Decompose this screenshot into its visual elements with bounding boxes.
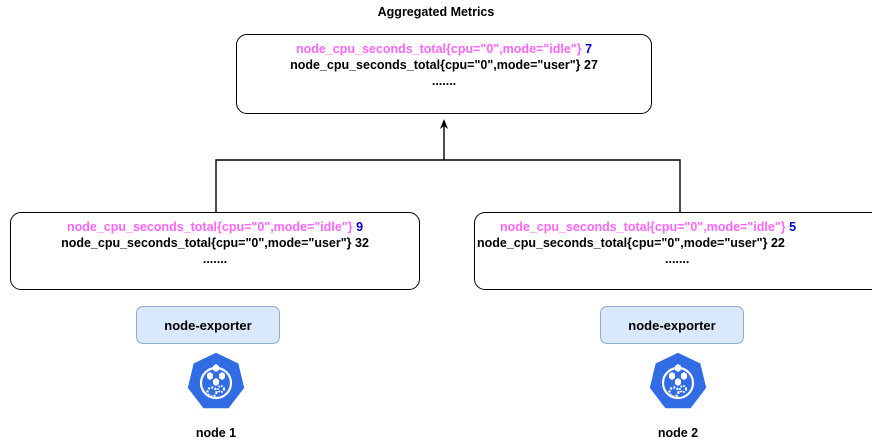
node-1-user-line: node_cpu_seconds_total{cpu="0",mode="use… — [11, 235, 419, 251]
node-1-idle-line: node_cpu_seconds_total{cpu="0",mode="idl… — [11, 219, 419, 235]
kubernetes-node-icon — [648, 351, 708, 410]
node-1-metrics-box: node_cpu_seconds_total{cpu="0",mode="idl… — [10, 212, 420, 290]
aggregated-idle-line: node_cpu_seconds_total{cpu="0",mode="idl… — [237, 41, 651, 57]
node-2-user-metric: node_cpu_seconds_total{cpu="0",mode="use… — [477, 236, 768, 250]
node-1-exporter-box: node-exporter — [136, 306, 280, 344]
node-2-metrics-box: node_cpu_seconds_total{cpu="0",mode="idl… — [474, 212, 872, 290]
node-1-idle-value: 9 — [356, 220, 364, 234]
node-1-idle-metric: node_cpu_seconds_total{cpu="0",mode="idl… — [66, 220, 353, 234]
node-2-idle-line: node_cpu_seconds_total{cpu="0",mode="idl… — [475, 219, 872, 235]
node-2-ellipsis: ....... — [665, 252, 690, 266]
node-2-label: node 2 — [657, 426, 699, 440]
aggregated-user-line: node_cpu_seconds_total{cpu="0",mode="use… — [237, 57, 651, 73]
node-1-ellipsis: ....... — [202, 252, 228, 266]
node-2-idle-metric: node_cpu_seconds_total{cpu="0",mode="idl… — [500, 220, 786, 234]
diagram-title: Aggregated Metrics — [377, 5, 495, 19]
node-2-user-line: node_cpu_seconds_total{cpu="0",mode="use… — [475, 235, 872, 251]
node-1-user-value: 32 — [355, 236, 369, 250]
node-2-exporter-box: node-exporter — [600, 306, 744, 344]
node-1-user-metric: node_cpu_seconds_total{cpu="0",mode="use… — [61, 236, 352, 250]
node-2-idle-value: 5 — [789, 220, 797, 234]
aggregated-idle-metric: node_cpu_seconds_total{cpu="0",mode="idl… — [295, 42, 582, 56]
aggregated-ellipsis: ....... — [431, 74, 457, 88]
aggregated-metrics-box: node_cpu_seconds_total{cpu="0",mode="idl… — [236, 34, 652, 114]
node-1-exporter-label: node-exporter — [164, 317, 252, 333]
aggregated-idle-value: 7 — [585, 42, 593, 56]
node-2-user-value: 22 — [770, 236, 785, 250]
aggregated-user-metric: node_cpu_seconds_total{cpu="0",mode="use… — [290, 58, 581, 72]
aggregated-user-value: 27 — [584, 58, 598, 72]
node-1-label: node 1 — [195, 426, 237, 440]
kubernetes-node-icon — [186, 351, 246, 410]
node-2-exporter-label: node-exporter — [628, 317, 716, 333]
